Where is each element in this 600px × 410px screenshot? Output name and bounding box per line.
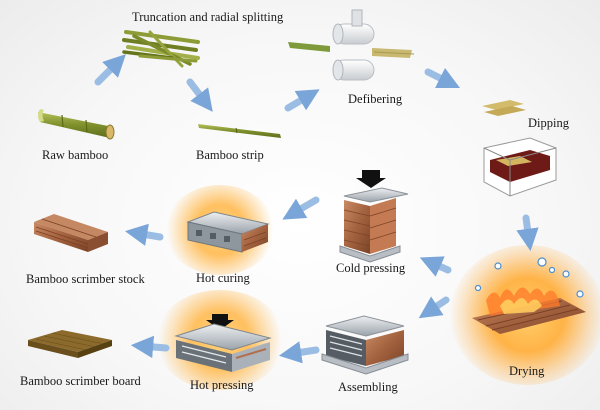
bamboo-strip-illustration (198, 124, 281, 138)
label-dipping: Dipping (528, 116, 569, 130)
assembling-illustration (321, 315, 409, 375)
hot-press-arrow-icon (206, 314, 234, 330)
raw-bamboo-illustration (38, 109, 115, 140)
hot-curing-illustration (186, 211, 270, 253)
drying-illustration (472, 257, 586, 334)
label-raw-bamboo: Raw bamboo (42, 148, 109, 162)
arrow-assembling-to-hot-pressing (278, 341, 320, 364)
arrow-drying-to-assembling (418, 296, 450, 319)
label-bamboo-strip: Bamboo strip (196, 148, 264, 162)
label-stock: Bamboo scrimber stock (26, 272, 145, 286)
arrow-strip-to-defibering (284, 89, 320, 112)
arrow-hot-curing-to-stock (124, 223, 164, 246)
press-arrow-icon (356, 170, 386, 188)
arrow-hot-pressing-to-board (130, 335, 170, 359)
arrow-defibering-to-dipping (424, 67, 461, 89)
label-hot-curing: Hot curing (196, 271, 250, 285)
split-bamboo-illustration (122, 30, 200, 68)
flow-arrows (94, 54, 539, 364)
defibering-illustration (288, 9, 415, 81)
arrow-drying-to-cold-pressing (419, 256, 452, 277)
arrow-cold-to-hot-curing (282, 196, 320, 220)
dipping-illustration (482, 100, 557, 197)
scrimber-board-illustration (28, 330, 112, 358)
label-cold-pressing: Cold pressing (336, 261, 406, 275)
scrimber-stock-illustration (34, 214, 108, 252)
label-truncation: Truncation and radial splitting (132, 10, 284, 24)
arrow-truncation-to-strip (186, 78, 213, 112)
label-board: Bamboo scrimber board (20, 374, 141, 388)
arrow-dipping-to-drying (516, 214, 539, 252)
label-hot-pressing: Hot pressing (190, 378, 254, 392)
label-drying: Drying (509, 364, 545, 378)
label-assembling: Assembling (338, 380, 398, 394)
label-defibering: Defibering (348, 92, 403, 106)
arrow-raw-to-truncation (94, 54, 126, 86)
hot-pressing-illustration (174, 314, 272, 372)
cold-pressing-illustration (339, 170, 409, 263)
